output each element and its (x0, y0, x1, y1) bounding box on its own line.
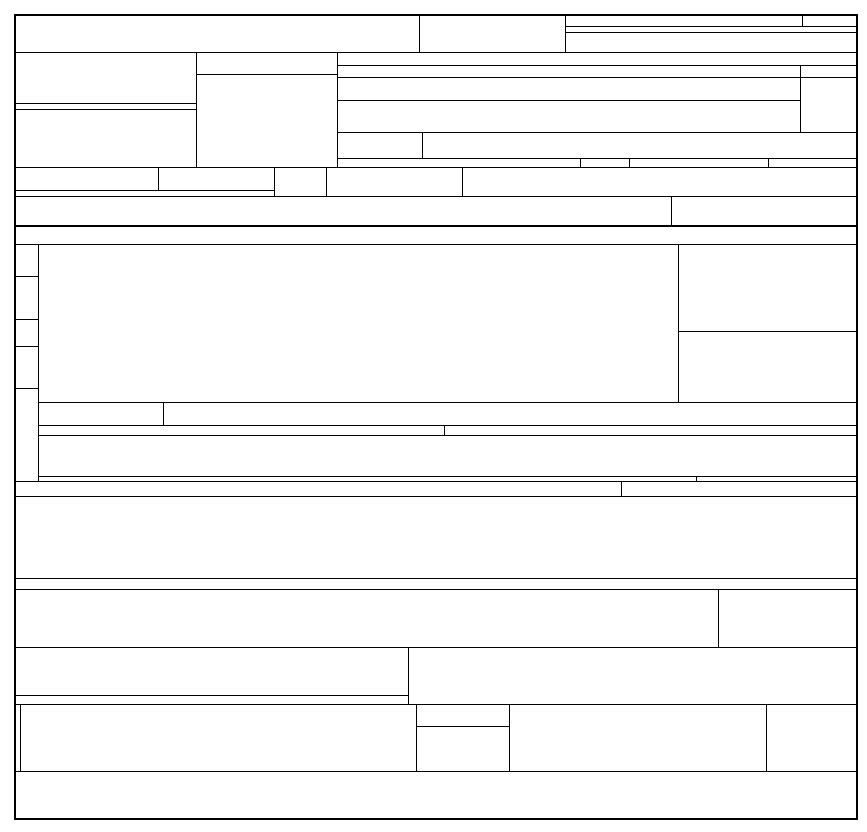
left-column-divider (38, 244, 39, 481)
field-divider (422, 132, 423, 159)
field-rule (337, 100, 800, 101)
field-divider (408, 648, 409, 704)
field-rule (416, 726, 509, 727)
field-rule (14, 103, 196, 104)
field-divider (718, 590, 719, 648)
field-rule (337, 132, 858, 133)
field-divider (20, 705, 21, 771)
field-divider (580, 159, 581, 168)
section-divider (337, 53, 338, 168)
block-rule (38, 425, 858, 426)
field-divider (444, 426, 445, 435)
header-rule (565, 26, 858, 27)
section-rule (14, 647, 858, 648)
field-rule (337, 158, 858, 159)
field-divider (274, 168, 275, 197)
section-rule (14, 196, 858, 197)
field-divider (158, 168, 159, 191)
field-divider (462, 168, 463, 197)
section-divider (196, 53, 197, 168)
field-divider (326, 168, 327, 197)
section-rule (14, 167, 858, 168)
field-divider (766, 705, 767, 771)
block-rule (38, 476, 858, 477)
field-divider (696, 476, 697, 481)
section-rule (14, 481, 858, 482)
section-rule (14, 704, 858, 705)
block-rule (38, 402, 858, 403)
section-rule (14, 771, 858, 772)
section-rule (14, 244, 858, 245)
field-divider (671, 197, 672, 226)
section-rule (14, 496, 858, 497)
field-rule (14, 190, 274, 191)
left-cell-rule (14, 276, 38, 277)
section-rule (14, 52, 858, 53)
right-cell-rule (678, 331, 858, 332)
section-rule-thick (14, 225, 858, 227)
header-divider (419, 14, 420, 53)
section-rule (14, 578, 858, 579)
field-rule (14, 109, 196, 110)
field-divider (629, 159, 630, 168)
left-cell-rule (14, 388, 38, 389)
field-rule (14, 695, 408, 696)
header-rule (565, 32, 858, 33)
right-column-divider (678, 244, 679, 402)
field-rule (196, 74, 337, 75)
field-divider (621, 482, 622, 497)
section-rule (14, 589, 858, 590)
header-divider (565, 14, 566, 53)
field-divider (416, 705, 417, 771)
field-divider (163, 403, 164, 426)
field-divider (800, 66, 801, 133)
field-rule (337, 65, 858, 66)
block-rule (38, 435, 858, 436)
left-cell-rule (14, 319, 38, 320)
header-divider (802, 14, 803, 27)
field-divider (509, 705, 510, 771)
field-divider (768, 159, 769, 168)
form-outer-border (14, 14, 858, 820)
left-cell-rule (14, 346, 38, 347)
field-rule (337, 77, 858, 78)
